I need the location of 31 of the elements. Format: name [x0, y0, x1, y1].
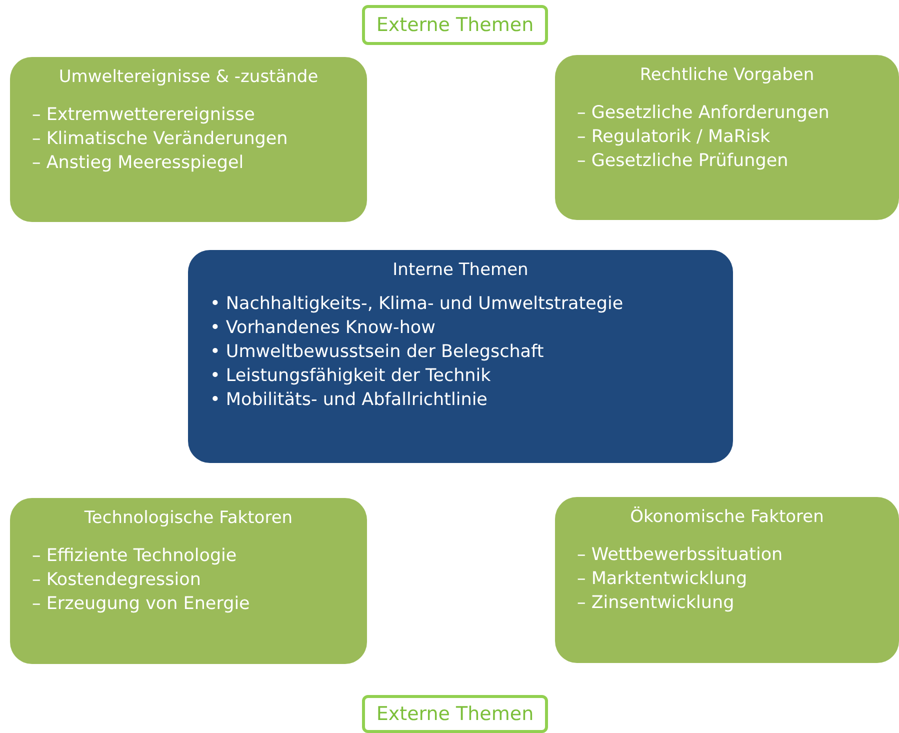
topic-label: Externe Themen: [376, 14, 534, 36]
list-item: • Umweltbewusstsein der Belegschaft: [210, 342, 544, 362]
list-item: • Vorhandenes Know-how: [210, 318, 436, 338]
list-item: – Zinsentwicklung: [577, 593, 734, 613]
list-item: – Erzeugung von Energie: [32, 594, 250, 614]
topic-label-box: [362, 695, 548, 733]
list-item: – Wettbewerbssituation: [577, 545, 783, 565]
list-item: – Extremwetterereignisse: [32, 105, 255, 125]
list-item: – Marktentwicklung: [577, 569, 748, 589]
list-item: • Mobilitäts- und Abfallrichtlinie: [210, 390, 488, 410]
topic-card: [10, 57, 367, 222]
list-item: – Kostendegression: [32, 570, 201, 590]
topic-card: [555, 497, 899, 663]
card-heading: Ökonomische Faktoren: [630, 507, 824, 527]
topic-card: [10, 498, 367, 664]
list-item: – Gesetzliche Prüfungen: [577, 151, 788, 171]
topic-card: [555, 55, 899, 220]
list-item: • Nachhaltigkeits-, Klima- und Umweltstrategie: [210, 294, 624, 314]
list-item: • Leistungsfähigkeit der Technik: [210, 366, 491, 386]
list-item: – Regulatorik / MaRisk: [577, 127, 770, 147]
topic-card: [188, 250, 733, 463]
card-heading: Umweltereignisse & -zustände: [58, 67, 318, 87]
card-heading: Rechtliche Vorgaben: [640, 65, 814, 85]
list-item: – Effiziente Technologie: [32, 546, 237, 566]
list-item: – Klimatische Veränderungen: [32, 129, 288, 149]
list-item: – Gesetzliche Anforderungen: [577, 103, 830, 123]
card-heading: Interne Themen: [392, 260, 528, 280]
topic-label: Externe Themen: [376, 703, 534, 725]
topic-label-box: [362, 5, 548, 45]
card-heading: Technologische Faktoren: [84, 508, 293, 528]
list-item: – Anstieg Meeresspiegel: [32, 153, 244, 173]
